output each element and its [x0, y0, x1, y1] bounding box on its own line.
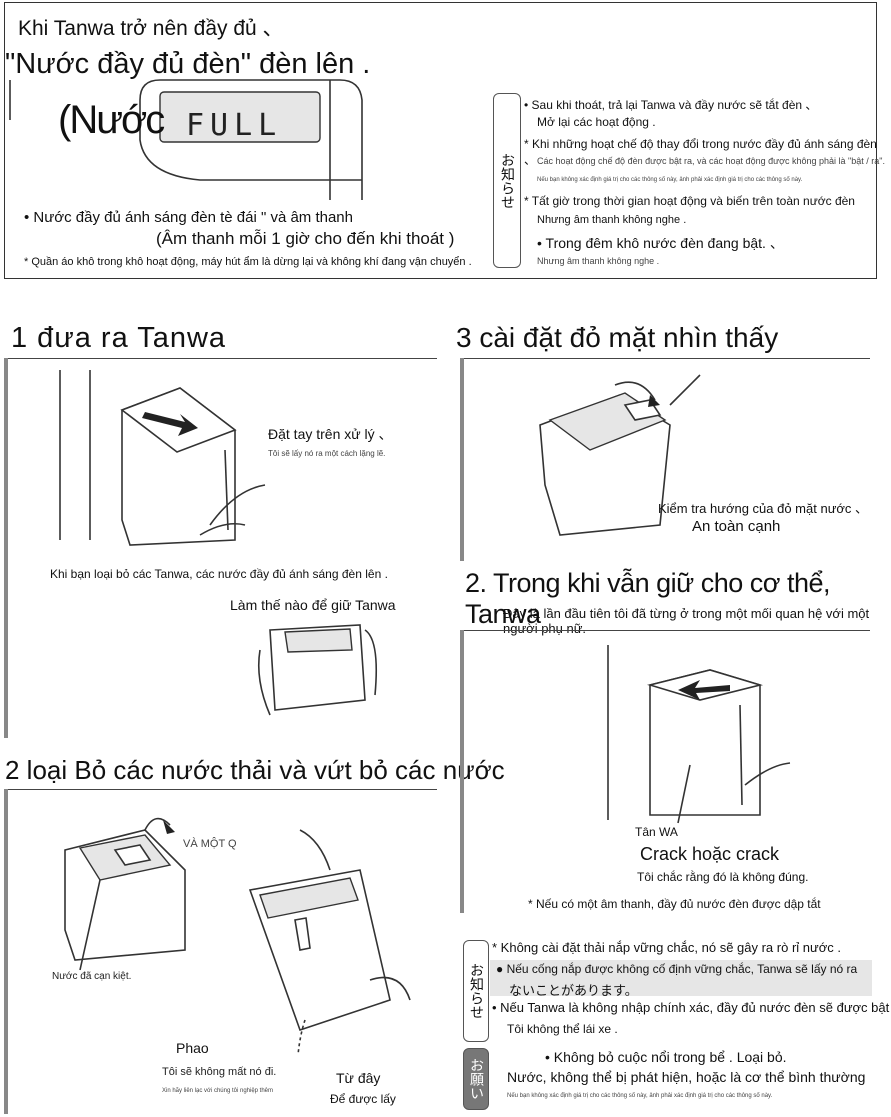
- display-label: (Nước: [58, 98, 165, 142]
- tank-label: Tân WA: [635, 825, 678, 839]
- request-tab: お願い: [463, 1048, 489, 1110]
- float-note: Tôi sẽ không mất nó đi.: [162, 1066, 277, 1078]
- from-here-label-2: Để được lấy: [330, 1092, 396, 1106]
- top-bullet-sub: (Âm thanh mỗi 1 giờ cho đến khi thoát ): [156, 229, 455, 248]
- notice-line-4: Các hoạt động chế độ đèn được bật ra, và…: [537, 156, 885, 166]
- step1-side-bar: [4, 358, 8, 738]
- hold-label: Làm thế nào để giữ Tanwa: [230, 597, 396, 613]
- tank-insert-illustration: [607, 645, 791, 824]
- notice-tab-2: お知らせ: [463, 940, 489, 1042]
- step3-side-bar: [460, 358, 464, 561]
- tank-pull-illustration: [59, 370, 266, 546]
- notice-line-2: Mở lại các hoạt động .: [537, 115, 656, 129]
- open-label: VÀ MỘT Q: [183, 838, 237, 850]
- notice2-line-1: * Không cài đặt thải nắp vững chắc, nó s…: [492, 940, 841, 955]
- step1-caption: Khi bạn loại bỏ các Tanwa, các nước đầy …: [50, 567, 388, 581]
- full-lamp-heading: "Nước đầy đủ đèn" đèn lên .: [5, 48, 371, 80]
- lid-install-illustration: [539, 374, 701, 536]
- pour-illustration: [248, 829, 411, 1056]
- safe-label: An toàn cạnh: [692, 518, 781, 535]
- step1-rule: [4, 358, 437, 359]
- notice2-highlight: [490, 960, 872, 996]
- control-panel-illustration: [9, 79, 363, 200]
- notice-line-8: • Trong đêm khô nước đèn đang bật. 、: [537, 235, 784, 251]
- handle-label: Đặt tay trên xử lý 、: [268, 426, 393, 442]
- notice2-line-5: Tôi không thể lái xe .: [507, 1022, 618, 1036]
- notice-line-7: Nhưng âm thanh không nghe .: [537, 214, 687, 226]
- full-heading: Khi Tanwa trở nên đầy đủ 、: [18, 17, 284, 40]
- display-segment-text: FULL: [186, 108, 283, 143]
- request-line-2: Nước, không thể bị phát hiện, hoặc là cơ…: [507, 1069, 866, 1085]
- sound-note: * Nếu có một âm thanh, đầy đủ nước đèn đ…: [528, 897, 821, 911]
- step1-title: 1 đưa ra Tanwa: [11, 322, 227, 354]
- crack-label: Crack hoặc crack: [640, 844, 780, 864]
- step2-side-bar: [4, 789, 8, 1114]
- drained-label: Nước đã cạn kiệt.: [52, 971, 132, 982]
- request-line-1: • Không bỏ cuộc nổi trong bể . Loại bỏ.: [545, 1049, 787, 1065]
- notice2-line-3: ないことがあります。: [509, 984, 638, 999]
- notice-line-3: * Khi những hoạt chế độ thay đổi trong n…: [524, 137, 877, 167]
- step3-rule: [460, 358, 870, 359]
- top-bullet: • Nước đầy đủ ánh sáng đèn tè đái " và â…: [24, 209, 353, 226]
- notice-line-5: Nếu bạn không xác định giá trị cho các t…: [537, 177, 803, 183]
- step2-rule: [4, 789, 437, 790]
- notice2-line-4: • Nếu Tanwa là không nhập chính xác, đầy…: [492, 1000, 890, 1015]
- notice-tab: お知らせ: [493, 93, 521, 268]
- step2b-side-bar: [460, 630, 464, 913]
- notice-line-1: • Sau khi thoát, trả lại Tanwa và đầy nư…: [524, 98, 818, 112]
- step2-title: 2 loại Bỏ các nước thải và vứt bỏ các nư…: [5, 755, 505, 785]
- step2b-title: 2. Trong khi vẫn giữ cho cơ thể, Tanwa: [465, 568, 830, 629]
- step2b-rule: [460, 630, 870, 631]
- step3-title: 3 cài đặt đỏ mặt nhìn thấy: [456, 322, 779, 353]
- handle-label-sub: Tôi sẽ lấy nó ra một cách lặng lẽ.: [268, 449, 386, 458]
- top-note: * Quần áo khô trong khô hoạt động, máy h…: [24, 256, 472, 268]
- step2b-subtitle: Đây là lần đầu tiên tôi đã từng ở trong …: [503, 606, 870, 636]
- drain-cap-illustration: [64, 817, 186, 971]
- notice2-line-2: ● Nếu cống nắp được không cố định vững c…: [496, 962, 858, 976]
- tank-hold-illustration: [257, 624, 378, 716]
- check-label: Kiểm tra hướng của đỏ mặt nước 、: [658, 501, 869, 516]
- request-line-3: Nếu bạn không xác định giá trị cho các t…: [507, 1093, 773, 1099]
- top-panel: [4, 2, 877, 279]
- notice-line-9: Nhưng âm thanh không nghe .: [537, 256, 660, 266]
- sure-label: Tôi chắc rằng đó là không đúng.: [637, 870, 809, 884]
- notice-line-6: * Tất giờ trong thời gian hoạt động và b…: [524, 194, 855, 208]
- from-here-label: Từ đây: [336, 1070, 381, 1086]
- float-label: Phao: [176, 1040, 209, 1056]
- float-note-2: Xin hãy liên lạc với chúng tôi nghiệp th…: [162, 1088, 273, 1094]
